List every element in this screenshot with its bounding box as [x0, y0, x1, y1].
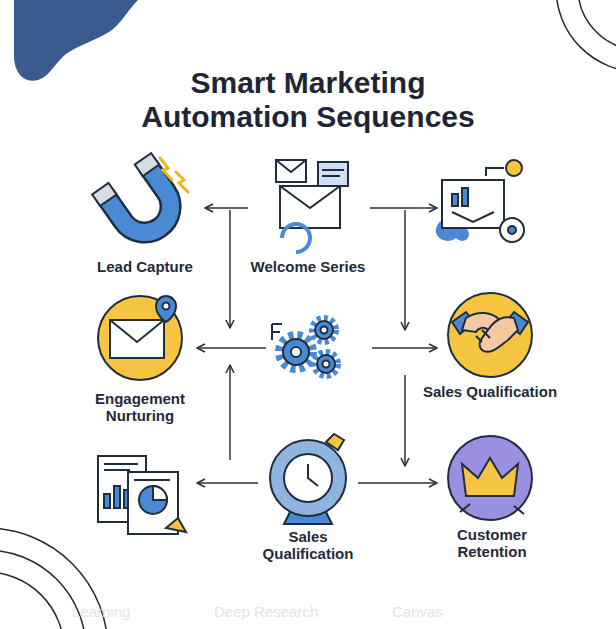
node-label: Lead Capture: [85, 258, 205, 275]
handshake-icon: [448, 293, 532, 377]
gears-icon: [272, 324, 282, 340]
icon-node: Welcome Series: [248, 150, 368, 275]
nurture-icon: [110, 320, 164, 342]
node-label: Welcome Series: [248, 258, 368, 275]
clock-icon: [308, 464, 318, 486]
report-icon: [114, 486, 120, 508]
flow-arrows: [197, 482, 258, 484]
dashboard-icon: [442, 180, 504, 228]
report-icon: [139, 486, 167, 514]
icon-node: Sales Qualification: [410, 290, 570, 400]
flow-arrows: [229, 365, 231, 460]
icon-node: Customer Retention: [437, 432, 547, 560]
gears-icon: [291, 347, 301, 357]
diagram-title: Smart Marketing Automation Sequences: [118, 66, 498, 134]
gears-icon: [321, 327, 328, 334]
magnet-icon: [135, 153, 159, 176]
faint-watermark: Learning: [72, 603, 130, 620]
envelope-icon: [282, 224, 310, 252]
envelope-icon: [276, 160, 306, 172]
crown-icon: [448, 436, 532, 520]
corner-decoration: [0, 572, 64, 629]
flow-arrows: [404, 375, 406, 466]
dashboard-icon: [462, 188, 468, 206]
gears-icon: [312, 318, 336, 342]
gears-icon: [323, 361, 330, 368]
dashboard-icon: [508, 226, 516, 234]
corner-decoration: [578, 0, 616, 50]
flow-arrows: [372, 347, 437, 349]
node-label: Engagement Nurturing: [85, 390, 195, 424]
envelope-icon: [280, 186, 340, 208]
crown-icon: [462, 458, 518, 496]
crown-icon: [466, 495, 514, 497]
report-icon: [166, 518, 186, 532]
envelope-icon: [318, 162, 348, 186]
flow-arrows: [404, 210, 406, 330]
dashboard-icon: [452, 212, 494, 222]
magnet-icon: [92, 153, 189, 248]
dashboard-icon: [500, 218, 524, 242]
handshake-icon: [476, 330, 490, 342]
flow-arrows: [370, 207, 437, 209]
magnet-icon: [176, 172, 188, 192]
icon-node: Sales Qualification: [258, 435, 358, 562]
handshake-icon: [448, 293, 532, 377]
gears-icon: [272, 318, 338, 376]
gears-icon: [279, 335, 313, 369]
dashboard-icon: [506, 160, 522, 176]
nurture-icon: [98, 296, 182, 380]
magnet-icon: [160, 158, 172, 180]
envelope-icon: [322, 170, 344, 176]
dashboard-icon: [486, 168, 504, 176]
magnet-icon: [92, 183, 116, 206]
clock-icon: [326, 434, 344, 450]
clock-icon: [270, 434, 346, 524]
gears-icon: [315, 321, 333, 339]
flow-connector: [205, 207, 248, 209]
corner-decoration: [14, 0, 138, 81]
report-icon: [104, 494, 110, 508]
crown-icon: [448, 436, 532, 520]
clock-icon: [270, 440, 346, 516]
gears-icon: [317, 355, 335, 373]
envelope-icon: [276, 160, 306, 182]
nurture-icon: [98, 296, 182, 380]
faint-watermark: Deep Research: [214, 603, 318, 620]
flow-connector: [358, 482, 437, 484]
nurture-icon: [163, 303, 170, 310]
nurture-icon: [110, 320, 164, 358]
dashboard-icon: [452, 194, 458, 206]
icon-node: Engagement Nurturing: [85, 292, 195, 424]
report-icon: [104, 464, 138, 470]
flow-arrows: [197, 347, 266, 349]
icon-node: Lead Capture: [85, 150, 205, 275]
gears-icon: [314, 352, 338, 376]
clock-icon: [284, 454, 332, 502]
envelope-icon: [276, 160, 348, 252]
report-icon: [134, 479, 170, 481]
faint-watermark: Canvas: [392, 603, 443, 620]
report-icon: [98, 456, 186, 534]
magnet-icon: [92, 153, 189, 248]
dashboard-icon: [436, 160, 524, 242]
nurture-icon: [156, 296, 176, 322]
corner-decoration: [556, 0, 616, 72]
node-label: Sales Qualification: [258, 528, 358, 562]
report-icon: [153, 486, 167, 500]
node-label: Customer Retention: [437, 526, 547, 560]
node-label: Sales Qualification: [410, 383, 570, 400]
flow-arrows: [229, 210, 231, 328]
crown-icon: [460, 504, 524, 514]
envelope-icon: [280, 186, 340, 228]
gears-icon: [283, 339, 309, 365]
